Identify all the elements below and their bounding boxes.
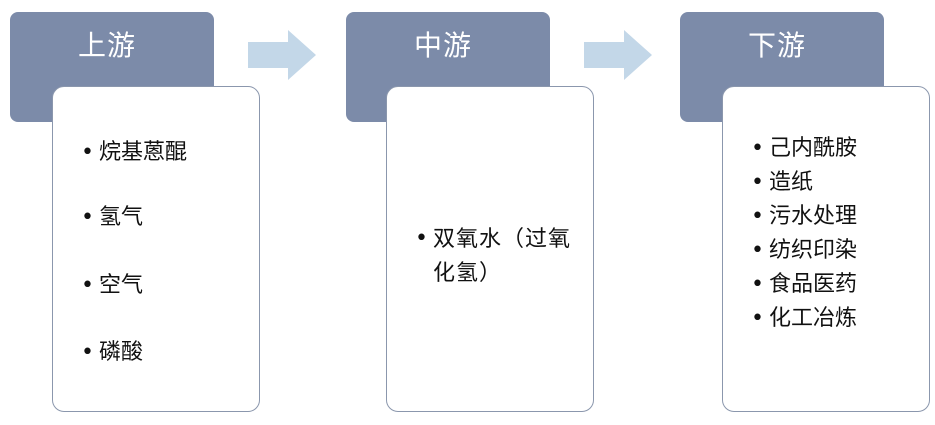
bullet-icon: • (81, 205, 94, 230)
list-item: • 烷基蒽醌 (81, 137, 187, 169)
item-label: 氢气 (99, 205, 144, 230)
bullet-icon: • (415, 226, 428, 251)
stage-card-midstream: • 双氧水（过氧化氢） (386, 86, 594, 412)
item-label: 己内酰胺 (769, 136, 858, 161)
bullet-icon: • (81, 340, 94, 365)
item-label: 磷酸 (99, 340, 144, 365)
bullet-icon: • (751, 170, 764, 195)
stage-card-upstream: • 烷基蒽醌 • 氢气 • 空气 • 磷酸 (52, 86, 260, 412)
list-item: • 双氧水（过氧化氢） (415, 223, 575, 291)
stage-title-upstream: 上游 (78, 29, 137, 62)
list-item: • 化工冶炼 (751, 303, 857, 335)
list-item: • 污水处理 (751, 201, 857, 233)
list-item: • 食品医药 (751, 269, 857, 301)
item-label: 食品医药 (769, 272, 858, 297)
list-item: • 磷酸 (81, 337, 143, 369)
item-label: 造纸 (769, 170, 814, 195)
item-label: 化工冶炼 (769, 306, 858, 331)
list-item: • 己内酰胺 (751, 133, 857, 165)
stage-title-midstream: 中游 (414, 29, 473, 62)
bullet-icon: • (751, 306, 764, 331)
flow-arrow-icon (584, 30, 652, 80)
item-label: 烷基蒽醌 (99, 140, 188, 165)
bullet-icon: • (751, 204, 764, 229)
bullet-icon: • (751, 272, 764, 297)
list-item: • 纺织印染 (751, 235, 857, 267)
item-label: 双氧水（过氧化氢） (433, 227, 572, 286)
item-label: 空气 (99, 273, 144, 298)
flow-arrow-icon (248, 30, 316, 80)
item-label: 纺织印染 (769, 238, 858, 263)
bullet-icon: • (81, 140, 94, 165)
list-item: • 造纸 (751, 167, 813, 199)
bullet-icon: • (81, 273, 94, 298)
list-item: • 氢气 (81, 202, 143, 234)
stage-card-downstream: • 己内酰胺 • 造纸 • 污水处理 • 纺织印染 • 食品医药 • 化工冶炼 (722, 86, 930, 412)
bullet-icon: • (751, 238, 764, 263)
stage-title-downstream: 下游 (748, 29, 807, 62)
list-item: • 空气 (81, 270, 143, 302)
item-label: 污水处理 (769, 204, 858, 229)
bullet-icon: • (751, 136, 764, 161)
